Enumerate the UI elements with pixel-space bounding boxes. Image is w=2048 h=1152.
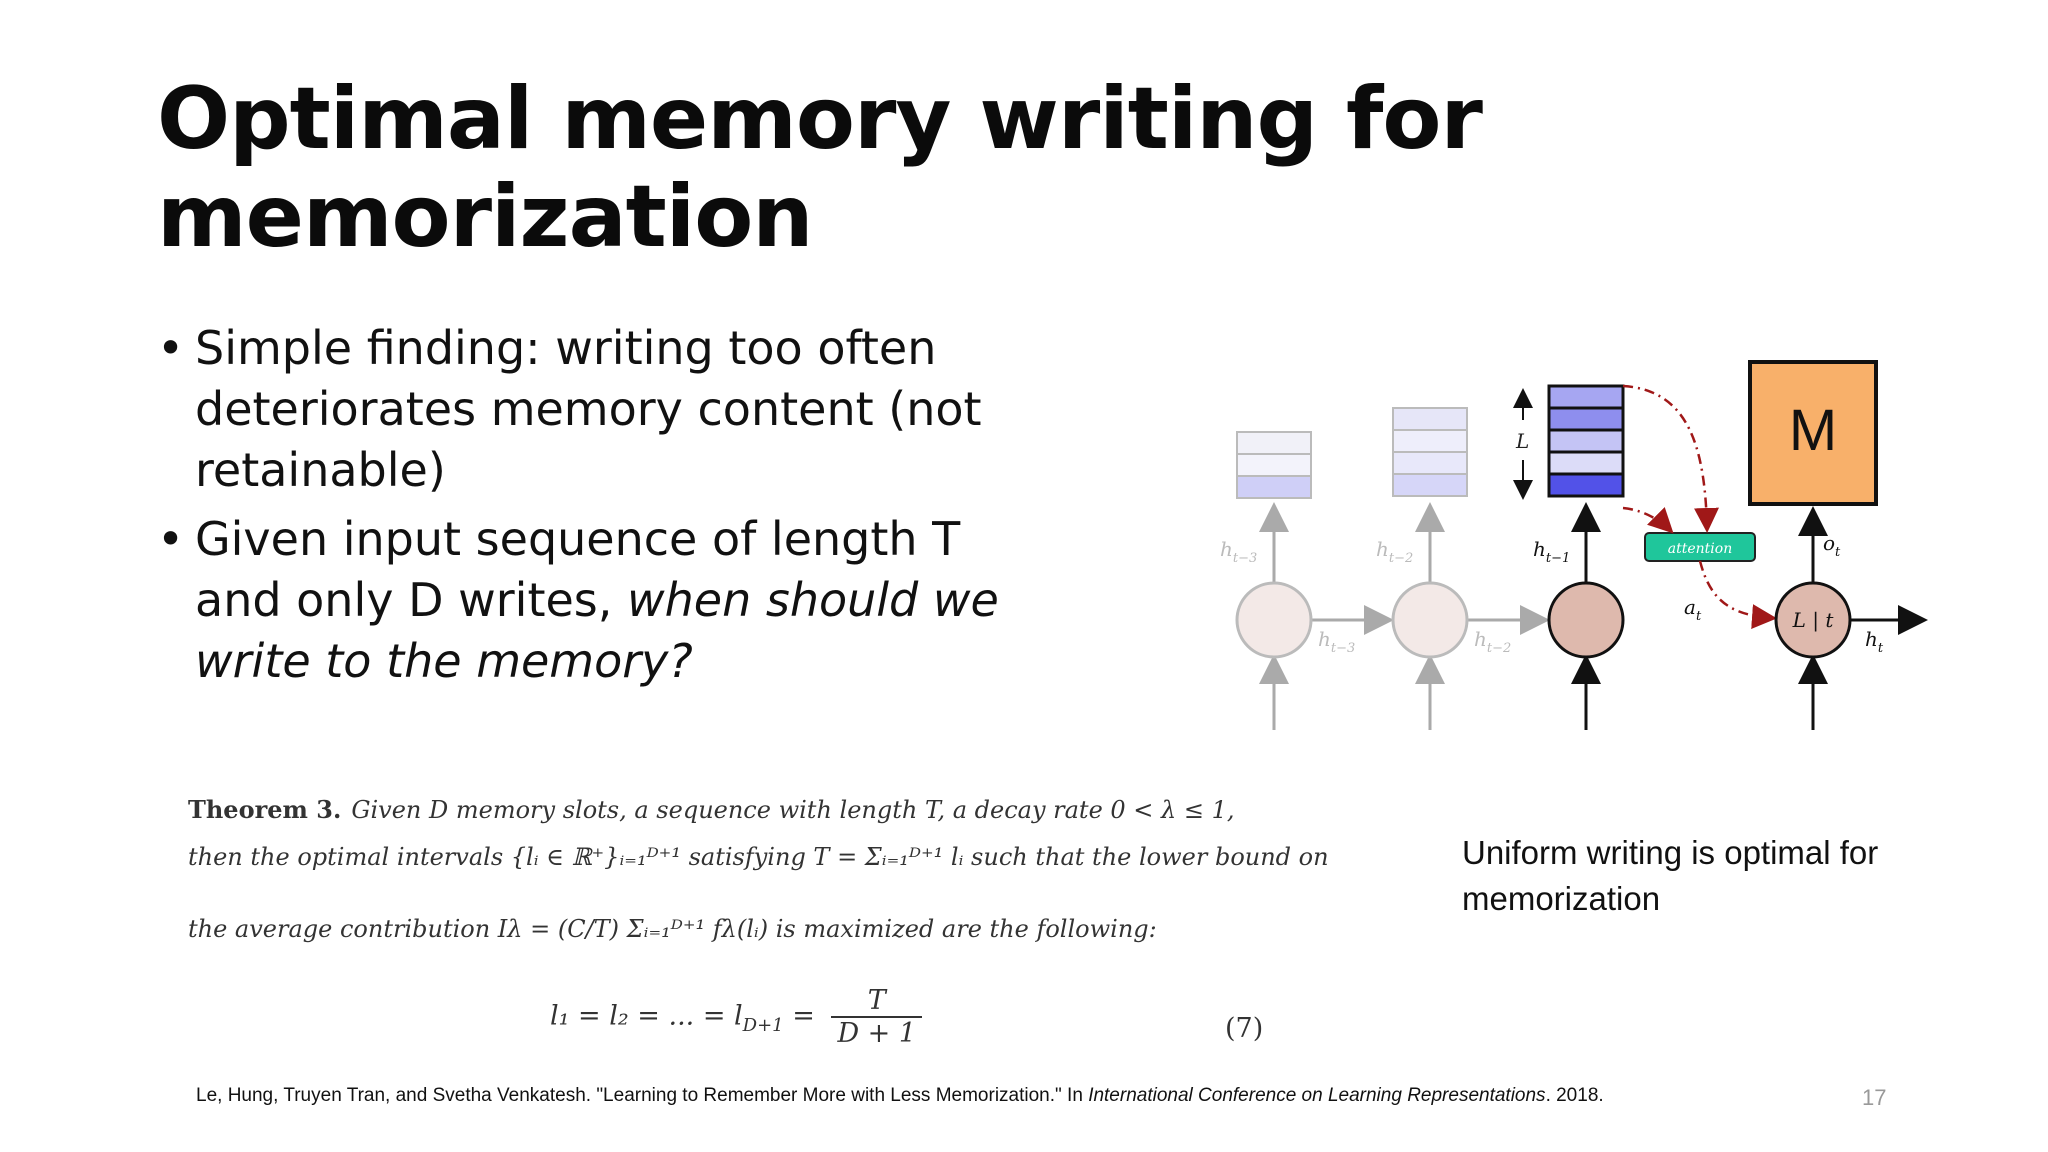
diagram-caption: Uniform writing is optimal for memorizat…: [1462, 834, 1879, 917]
title-line-2: memorization: [157, 167, 814, 267]
node-t-1: [1547, 581, 1625, 659]
cell-label: L | t: [1792, 608, 1835, 633]
node-t: [1774, 581, 1852, 659]
read-arrow-top: [1622, 384, 1719, 533]
node-t-3: [1235, 581, 1313, 659]
memory-stack-t-3: [1236, 431, 1312, 499]
theorem-line-1-text: Given D memory slots, a sequence with le…: [351, 796, 1235, 824]
theorem-line-1: Theorem 3. Given D memory slots, a sequen…: [188, 795, 1235, 824]
page-number: 17: [1862, 1085, 1887, 1110]
bullet-2-line-3: write to the memory?: [195, 634, 693, 688]
bullet-2-plain-text: and only D writes,: [195, 573, 627, 627]
theorem-heading: Theorem 3.: [188, 795, 342, 824]
bullet-item-2: • Given input sequence of length T and o…: [157, 509, 1057, 692]
theorem-equation: l₁ = l₂ = ... = lD+1 = T D + 1: [550, 985, 923, 1049]
memory-module: M: [1748, 360, 1878, 506]
fraction-numerator: T: [831, 985, 923, 1018]
slide-title: Optimal memory writing for memorization: [157, 70, 1557, 266]
label-h-t-2-mid: ht−2: [1474, 627, 1511, 656]
bullet-dot: •: [157, 321, 185, 375]
label-a-t: at: [1684, 595, 1702, 624]
bullet-1-line-2: deteriorates memory content (not: [195, 382, 982, 436]
attention-label: attention: [1668, 541, 1732, 557]
bullet-2-line-1: Given input sequence of length T: [195, 512, 961, 566]
memory-stack-t-1: [1547, 384, 1625, 498]
theorem-line-2: then the optimal intervals {lᵢ ∈ ℝ⁺}ᵢ₌₁ᴰ…: [188, 843, 1329, 871]
label-o-t: ot: [1823, 531, 1841, 560]
citation-footnote: Le, Hung, Truyen Tran, and Svetha Venkat…: [196, 1085, 1604, 1107]
node-t-2: [1391, 581, 1469, 659]
label-h-t-3-mid: ht−3: [1318, 627, 1355, 656]
theorem-block: Theorem 3. Given D memory slots, a sequen…: [180, 785, 1329, 1085]
bullet-dot: •: [157, 512, 185, 566]
fraction-denominator: D + 1: [837, 1018, 917, 1049]
memory-label-M: M: [1789, 398, 1837, 463]
label-h-t-2-top: ht−2: [1376, 537, 1413, 566]
bullet-list: • Simple finding: writing too often dete…: [157, 318, 1057, 700]
equation-number: (7): [1225, 1013, 1264, 1044]
equation-left: l₁ = l₂ = ... = l: [550, 1000, 743, 1032]
bullet-2-line-2: and only D writes, when should we: [195, 570, 1057, 631]
theorem-line-3: the average contribution Iλ = (C/T) Σᵢ₌₁…: [188, 915, 1157, 943]
label-L: L: [1515, 429, 1529, 453]
bullet-1-line-3: retainable): [195, 443, 446, 497]
equation-subscript: D+1: [742, 1014, 784, 1036]
bullet-item-1: • Simple finding: writing too often dete…: [157, 318, 1057, 501]
read-arrow-bottom: [1622, 506, 1674, 534]
attention-block: attention: [1644, 532, 1756, 562]
memory-writing-diagram: L M attention: [1220, 360, 1928, 730]
label-h-t: ht: [1865, 627, 1884, 656]
equation-fraction: T D + 1: [831, 985, 923, 1049]
label-h-t-1-top: ht−1: [1533, 537, 1570, 566]
bullet-2-italic-text: when should we: [627, 573, 999, 627]
citation-venue: International Conference on Learning Rep…: [1088, 1085, 1546, 1106]
memory-stack-t-2: [1392, 407, 1468, 497]
bullet-1-line-1: Simple finding: writing too often: [195, 321, 937, 375]
citation-year: . 2018.: [1545, 1085, 1604, 1106]
equation-equals: =: [783, 1000, 815, 1032]
attention-output-arrow: [1698, 560, 1777, 630]
length-indicator: L: [1513, 388, 1533, 500]
citation-text: Le, Hung, Truyen Tran, and Svetha Venkat…: [196, 1085, 1089, 1106]
label-h-t-3-top: ht−3: [1220, 537, 1257, 566]
title-line-1: Optimal memory writing for: [157, 69, 1483, 169]
